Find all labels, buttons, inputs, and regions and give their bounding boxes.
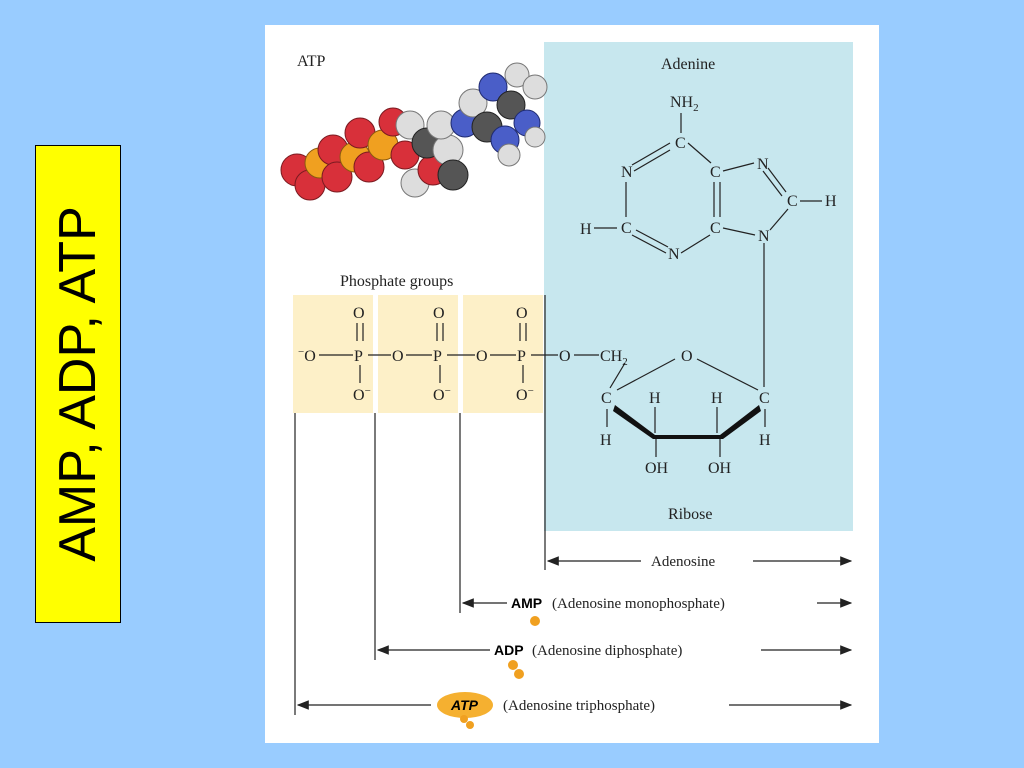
bracket-lines [294, 295, 546, 715]
amp-abbreviation: AMP [511, 595, 542, 611]
atp-full-name: (Adenosine triphosphate) [503, 698, 655, 714]
slide-title-box: AMP, ADP, ATP [35, 145, 121, 623]
adenine-c6: C [675, 135, 686, 152]
alpha-anion-oxygen: O− [516, 385, 534, 404]
atp-structure-diagram: ATP Adenine Phosphate groups Ribose NH2 … [280, 42, 853, 729]
adp-span: ADP (Adenosine diphosphate) [376, 642, 853, 679]
adp-abbreviation: ADP [494, 642, 524, 658]
atp-figure: ATP Adenine Phosphate groups Ribose NH2 … [265, 25, 879, 743]
adenine-c8: C [787, 193, 798, 210]
adenine-c2: C [621, 220, 632, 237]
adenine-c2-h: H [580, 221, 592, 238]
adp-full-name: (Adenosine diphosphate) [532, 643, 682, 659]
ribose-3-hydroxyl: OH [645, 460, 669, 477]
adenosine-panel [544, 42, 853, 531]
slide-title: AMP, ADP, ATP [49, 206, 107, 562]
adenosine-span: Adenosine [546, 554, 853, 570]
beta-anion-oxygen: O− [433, 385, 451, 404]
bridge-oxygen-2: O [476, 348, 488, 365]
phosphate-groups-label: Phosphate groups [340, 273, 453, 290]
adp-phosphate-icon-1 [508, 660, 518, 670]
ring-oxygen: O [681, 348, 693, 365]
adenine-structure: NH2 C N C C C N N C H N H [580, 94, 837, 387]
atp-abbreviation: ATP [450, 697, 479, 713]
amp-span: AMP (Adenosine monophosphate) [461, 595, 853, 626]
atp-phosphate-icon-2 [466, 721, 474, 729]
ribose-structure: O C C H H H H OH OH [600, 348, 771, 477]
atp-model-label: ATP [297, 53, 326, 70]
ester-oxygen: O [559, 348, 571, 365]
alpha-double-oxygen: O [516, 305, 528, 322]
ribose-2-hydroxyl: OH [708, 460, 732, 477]
ribose-c1: C [759, 390, 770, 407]
phosphate-box-1 [293, 295, 373, 413]
phosphorus-gamma: P [354, 348, 363, 365]
adenosine-label: Adenosine [651, 554, 715, 570]
atp-span: ATP (Adenosine triphosphate) [296, 692, 853, 729]
ribose-c1-h: H [759, 432, 771, 449]
ribose-c4: C [601, 390, 612, 407]
adenine-c4: C [710, 220, 721, 237]
atp-space-filling-model [280, 62, 548, 201]
phosphate-chain: −O P O P O P O CH2 O O O O− O− O− [298, 305, 628, 404]
ribose-label: Ribose [668, 506, 712, 523]
beta-double-oxygen: O [433, 305, 445, 322]
phosphorus-alpha: P [517, 348, 526, 365]
phosphorus-beta: P [433, 348, 442, 365]
ribose-c3-h: H [649, 390, 661, 407]
terminal-oxygen: −O [298, 346, 316, 365]
phosphate-box-3 [463, 295, 543, 413]
adenine-n1: N [621, 164, 633, 181]
ribose-c4-h: H [600, 432, 612, 449]
amp-phosphate-icon [530, 616, 540, 626]
atp-badge [437, 692, 493, 718]
gamma-anion-oxygen: O− [353, 385, 371, 404]
amino-group: NH2 [670, 94, 699, 114]
atp-phosphate-icon-1 [460, 715, 468, 723]
gamma-double-oxygen: O [353, 305, 365, 322]
adenine-c5: C [710, 164, 721, 181]
adenine-label: Adenine [661, 56, 715, 73]
adenine-n7: N [757, 156, 769, 173]
adenine-n9: N [758, 228, 770, 245]
adenine-c8-h: H [825, 193, 837, 210]
bridge-oxygen-1: O [392, 348, 404, 365]
ch2-group: CH2 [600, 348, 628, 368]
adenine-n3: N [668, 246, 680, 263]
amp-full-name: (Adenosine monophosphate) [552, 596, 725, 612]
phosphate-box-2 [378, 295, 458, 413]
adp-phosphate-icon-2 [514, 669, 524, 679]
ribose-c2-h: H [711, 390, 723, 407]
